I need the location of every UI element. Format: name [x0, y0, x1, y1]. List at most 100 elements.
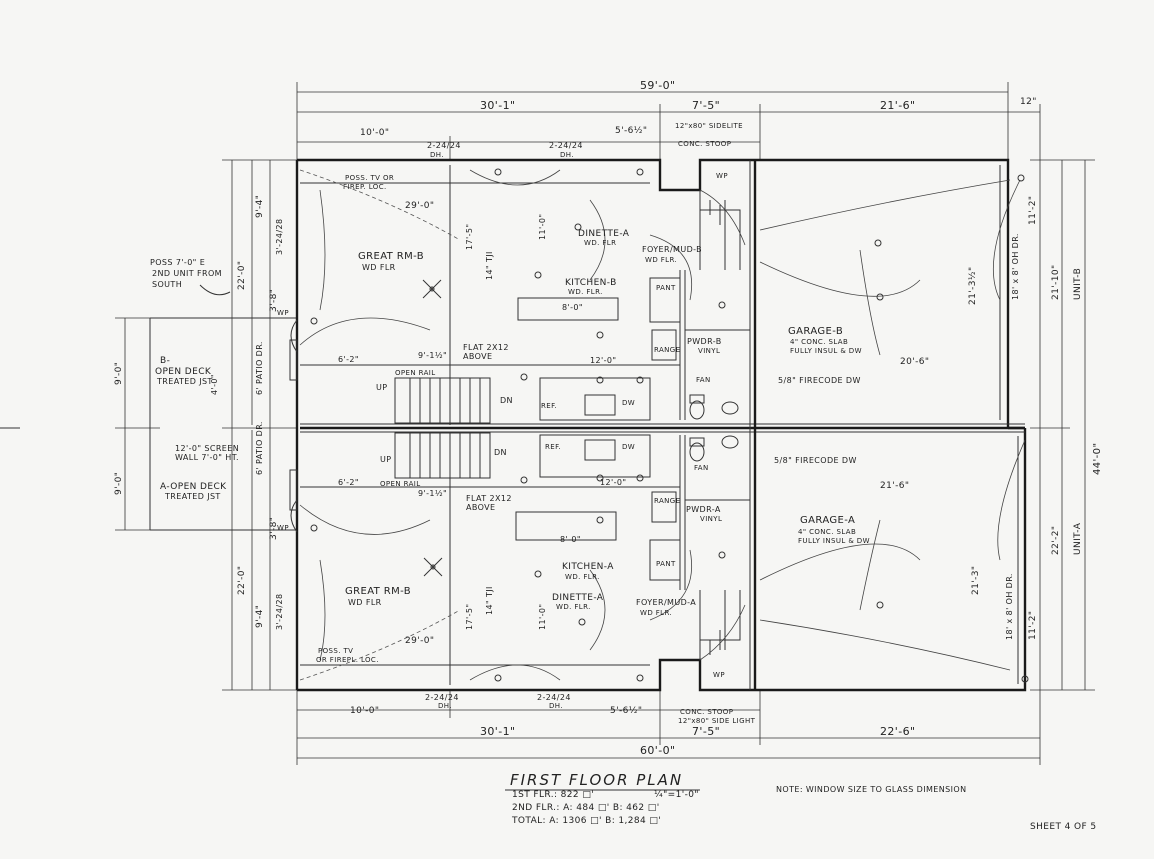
window-note: NOTE: WINDOW SIZE TO GLASS DIMENSION	[776, 785, 966, 794]
dim-top-mid: 7'-5"	[692, 99, 720, 112]
light-fixtures	[310, 168, 1029, 683]
dim-overall-top: 59'-0"	[640, 79, 675, 92]
window-bot-left-dh: DH.	[438, 702, 452, 710]
powder-b-label: PWDR-B	[687, 337, 722, 346]
stair-up-a: UP	[380, 455, 391, 464]
dw-b: DW	[622, 399, 635, 407]
dim-left-a-total: 22'-0"	[237, 566, 247, 595]
dim-right-b-door-h: 11'-2"	[1028, 196, 1038, 225]
range-a: RANGE	[654, 497, 680, 505]
dim-top-window: 10'-0"	[360, 128, 389, 138]
plan-title: FIRST FLOOR PLAN	[510, 771, 683, 789]
kitchen-islands	[515, 277, 681, 581]
patio-door-a: 6' PATIO DR.	[255, 421, 264, 475]
wp-outlet-a: WP	[277, 524, 289, 532]
powder-a-floor: VINYL	[700, 515, 722, 523]
deck-dim-a: 6'-2"	[338, 478, 359, 487]
left-dimension-lines	[115, 159, 297, 691]
wp-outlet-b-front: WP	[716, 172, 728, 180]
door-swings-and-wiring	[299, 169, 1026, 681]
poss-tv-b: POSS. TV OR	[345, 174, 394, 182]
sidelite-top: 12"x80" SIDELITE	[675, 122, 743, 130]
great-room-a-label: GREAT RM-B	[345, 586, 411, 597]
dim-left-a-lower: 3'-24/28	[275, 594, 284, 630]
dim-left-b-wp: 3'-8"	[269, 289, 279, 312]
dim-bot-left: 30'-1"	[480, 725, 515, 738]
great-room-b-label: GREAT RM-B	[358, 251, 424, 262]
foyer-a-floor: WD FLR.	[640, 609, 672, 617]
flat-beam-a-above: ABOVE	[466, 503, 496, 512]
unit-b-label: UNIT-B	[1073, 268, 1083, 300]
garage-b-label: GARAGE-B	[788, 326, 843, 337]
stair-dim-a: 9'-1½"	[418, 489, 447, 498]
window-bot-mid: 2-24/24	[537, 693, 571, 702]
ref-b: REF.	[541, 402, 557, 410]
plan-scale: ¼"=1'-0"	[654, 790, 699, 800]
kitchen-a-floor: WD. FLR.	[565, 573, 600, 581]
firecode-a: 5/8" FIRECODE DW	[774, 456, 857, 465]
dim-left-a-wp: 3'-8"	[269, 517, 279, 540]
fan-a: FAN	[694, 464, 709, 472]
dinette-a-label: DINETTE-A	[552, 593, 604, 603]
dim-top-left: 30'-1"	[480, 99, 515, 112]
dinette-b-height: 11'-0"	[538, 214, 547, 240]
dim-overall-bottom: 60'-0"	[640, 744, 675, 757]
ceiling-fan-a	[423, 557, 443, 577]
stair-dim-b: 9'-1½"	[418, 351, 447, 360]
unit-a-label: UNIT-A	[1073, 522, 1083, 555]
ceiling-fan-b	[422, 279, 442, 299]
garage-b-insul: FULLY INSUL & DW	[790, 347, 862, 355]
island-b-dim: 8'-0"	[562, 303, 583, 312]
dim-deck-b: 9'-0"	[114, 362, 124, 385]
dinette-a-floor: WD. FLR.	[556, 603, 591, 611]
sidelite-bot: CONC. STOOP	[680, 708, 733, 716]
dim-bot-right: 22'-6"	[880, 725, 915, 738]
dim-right-b-1: 21'-3½"	[968, 266, 978, 305]
pantry-a: PANT	[656, 560, 676, 568]
wp-outlet-b: WP	[277, 309, 289, 317]
kitchen-b-label: KITCHEN-B	[565, 278, 617, 288]
garage-a-slab: 4" CONC. SLAB	[798, 528, 856, 536]
pantry-b: PANT	[656, 284, 676, 292]
foyer-b-floor: WD FLR.	[645, 256, 677, 264]
stairs-a	[394, 432, 491, 479]
great-room-b-height: 17'-5"	[465, 224, 474, 250]
dinette-b-label: DINETTE-A	[578, 229, 630, 239]
deck-dim-b: 6'-2"	[338, 355, 359, 364]
top-dimension-lines	[296, 82, 1041, 160]
kitchen-a-width: 12'-0"	[600, 478, 626, 487]
garage-a-width: 21'-6"	[880, 481, 909, 491]
ref-a: REF.	[545, 443, 561, 451]
dim-left-b-lower: 3'-24/28	[275, 219, 284, 255]
deck-b-label-2: OPEN DECK	[155, 367, 212, 377]
poss-note-arrow	[199, 284, 231, 296]
dim-left-b-total: 22'-0"	[237, 261, 247, 290]
kitchen-b-width: 12'-0"	[590, 356, 616, 365]
dim-right-b-2: 21'-10"	[1051, 264, 1061, 300]
screen-wall-label: 12'-0" SCREEN	[175, 444, 239, 453]
fan-b: FAN	[696, 376, 711, 384]
powder-b-floor: VINYL	[698, 347, 720, 355]
stair-up-b: UP	[376, 383, 387, 392]
window-bot-left: 2-24/24	[425, 693, 459, 702]
patio-door-b: 6' PATIO DR.	[255, 341, 264, 395]
sidelite-bot-2: 12"x80" SIDE LIGHT	[678, 717, 756, 725]
sheet-number: SHEET 4 OF 5	[1030, 822, 1096, 832]
dw-a: DW	[622, 443, 635, 451]
patio-doors	[289, 319, 298, 533]
flat-beam-a: FLAT 2X12	[466, 494, 512, 503]
screen-wall-label-2: WALL 7'-0" HT.	[175, 453, 239, 462]
deck-a-label-2: TREATED JST	[164, 492, 221, 501]
stair-dn-a: DN	[494, 448, 507, 457]
poss-tv-b-2: FIREP. LOC.	[343, 183, 387, 191]
flat-beam-b-above: ABOVE	[463, 352, 493, 361]
dim-bot-mid: 7'-5"	[692, 725, 720, 738]
garage-door-a: 18' x 8' OH DR.	[1005, 573, 1014, 640]
deck-b-label-3: TREATED JST	[156, 377, 213, 386]
open-rail-a: OPEN RAIL	[380, 480, 421, 488]
garage-a-insul: FULLY INSUL & DW	[798, 537, 870, 545]
garage-b-width: 20'-6"	[900, 357, 929, 367]
area-total: TOTAL: A: 1306 □' B: 1,284 □'	[511, 816, 661, 826]
sidelite-top-2: CONC. STOOP	[678, 140, 731, 148]
dim-deck-b-total: 4'-0"	[210, 374, 219, 395]
